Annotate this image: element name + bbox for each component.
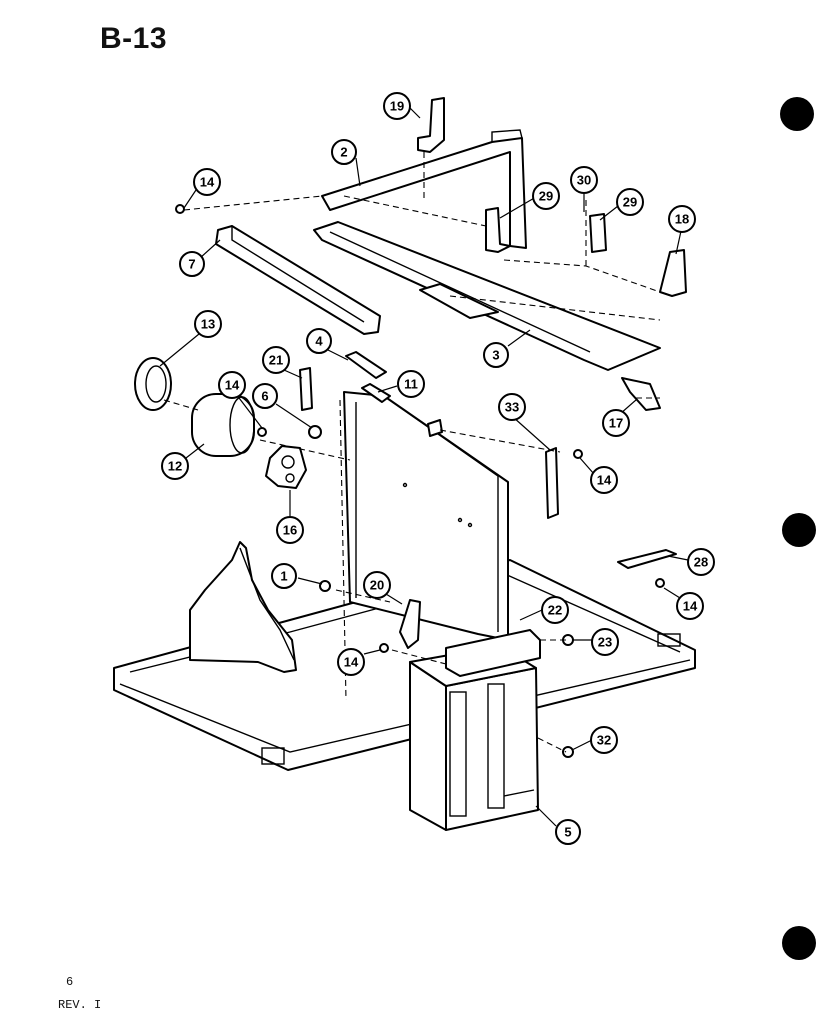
callout-label: 11 bbox=[404, 377, 418, 392]
bracket-19 bbox=[417, 97, 445, 153]
strip-4 bbox=[345, 351, 387, 379]
top-panel bbox=[321, 129, 527, 249]
bracket-17 bbox=[621, 377, 661, 411]
callout-33: 33 bbox=[498, 393, 526, 421]
callout-label: 23 bbox=[598, 635, 612, 650]
callout-label: 17 bbox=[609, 416, 623, 431]
callout-label: 5 bbox=[564, 825, 571, 840]
frame-28 bbox=[617, 549, 677, 569]
callout-4: 4 bbox=[306, 328, 332, 354]
callout-label: 4 bbox=[315, 334, 323, 349]
callout-23: 23 bbox=[591, 628, 619, 656]
page-title: B-13 bbox=[100, 22, 168, 55]
callout-label: 20 bbox=[370, 578, 384, 593]
callout-6: 6 bbox=[252, 383, 278, 409]
callout-2: 2 bbox=[331, 139, 357, 165]
fasteners bbox=[175, 204, 665, 758]
side-panel bbox=[189, 541, 297, 673]
callout-label: 29 bbox=[539, 189, 553, 204]
callout-19: 19 bbox=[383, 92, 411, 120]
cover-13 bbox=[134, 357, 172, 411]
callout-1: 1 bbox=[271, 563, 297, 589]
channel-3 bbox=[313, 221, 661, 371]
callout-label: 14 bbox=[200, 175, 215, 190]
callout-label: 21 bbox=[269, 353, 283, 368]
callout-label: 29 bbox=[623, 195, 637, 210]
callout-label: 14 bbox=[344, 655, 359, 670]
strip-11 bbox=[361, 383, 391, 403]
motor-bracket-16 bbox=[265, 445, 307, 489]
bracket-33 bbox=[427, 419, 559, 519]
callout-13: 13 bbox=[194, 310, 222, 338]
callout-label: 7 bbox=[188, 257, 195, 272]
bracket-21 bbox=[299, 367, 313, 411]
washer-6 bbox=[308, 425, 322, 439]
block-22 bbox=[445, 629, 541, 677]
bracket-29-right bbox=[589, 213, 607, 253]
callout-21: 21 bbox=[262, 346, 290, 374]
callout-14: 14 bbox=[193, 168, 221, 196]
callout-14: 14 bbox=[590, 466, 618, 494]
callout-30: 30 bbox=[570, 166, 598, 194]
callout-label: 18 bbox=[675, 212, 689, 227]
bracket-29-left bbox=[485, 207, 511, 253]
callout-label: 3 bbox=[492, 348, 499, 363]
callout-label: 28 bbox=[694, 555, 708, 570]
center-partition bbox=[343, 391, 509, 641]
callout-7: 7 bbox=[179, 251, 205, 277]
callout-label: 12 bbox=[168, 459, 182, 474]
callout-label: 16 bbox=[283, 523, 297, 538]
callout-label: 22 bbox=[548, 603, 562, 618]
callout-29: 29 bbox=[532, 182, 560, 210]
page-number: 6 bbox=[66, 975, 74, 989]
binder-hole-top bbox=[780, 97, 814, 131]
revision-label: REV. I bbox=[58, 998, 102, 1012]
callout-22: 22 bbox=[541, 596, 569, 624]
callout-5: 5 bbox=[555, 819, 581, 845]
callout-20: 20 bbox=[363, 571, 391, 599]
binder-hole-middle bbox=[782, 513, 816, 547]
callout-label: 13 bbox=[201, 317, 215, 332]
callout-29: 29 bbox=[616, 188, 644, 216]
callout-3: 3 bbox=[483, 342, 509, 368]
callout-label: 19 bbox=[390, 99, 404, 114]
callout-label: 33 bbox=[505, 400, 519, 415]
callout-32: 32 bbox=[590, 726, 618, 754]
callout-label: 30 bbox=[577, 173, 591, 188]
callout-label: 14 bbox=[683, 599, 698, 614]
callout-28: 28 bbox=[687, 548, 715, 576]
binder-hole-bottom bbox=[782, 926, 816, 960]
callout-16: 16 bbox=[276, 516, 304, 544]
callout-14: 14 bbox=[337, 648, 365, 676]
callout-label: 32 bbox=[597, 733, 611, 748]
callout-label: 14 bbox=[225, 378, 240, 393]
callout-label: 1 bbox=[280, 569, 287, 584]
callout-11: 11 bbox=[397, 370, 425, 398]
bracket-20 bbox=[399, 599, 421, 649]
callout-label: 2 bbox=[340, 145, 347, 160]
callout-12: 12 bbox=[161, 452, 189, 480]
callout-17: 17 bbox=[602, 409, 630, 437]
callout-14: 14 bbox=[218, 371, 246, 399]
callout-18: 18 bbox=[668, 205, 696, 233]
callout-14: 14 bbox=[676, 592, 704, 620]
bracket-18 bbox=[659, 249, 687, 297]
callout-label: 6 bbox=[261, 389, 268, 404]
leader-lines bbox=[159, 107, 689, 827]
assembly-lines bbox=[163, 152, 661, 753]
callout-label: 14 bbox=[597, 473, 612, 488]
